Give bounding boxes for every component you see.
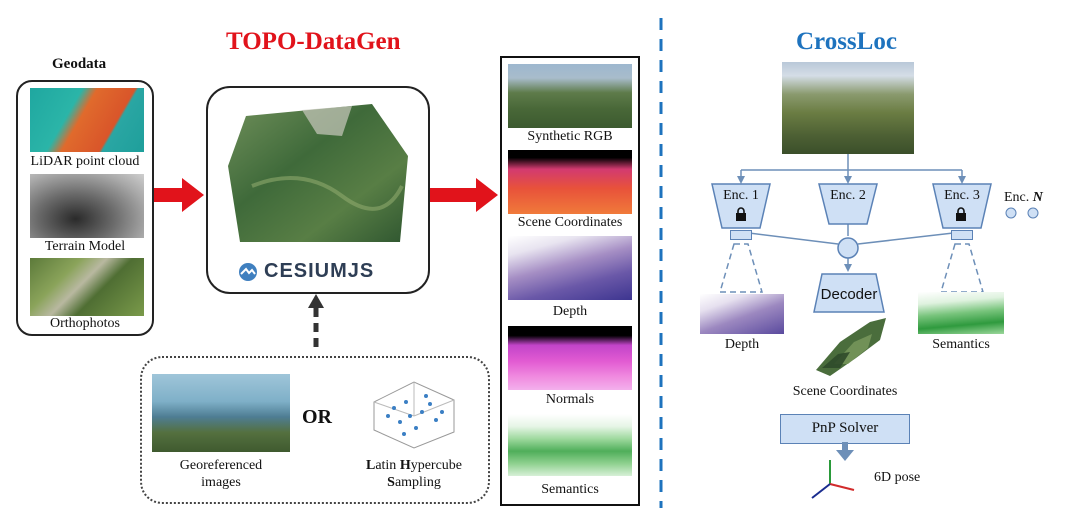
depth-prediction-image [700, 294, 784, 334]
terrain-model-image [30, 174, 144, 238]
section-divider [659, 18, 663, 508]
georeferenced-image [152, 374, 290, 452]
crossloc-title: CrossLoc [796, 28, 897, 55]
encoder-3-label: Enc. 3 [944, 188, 980, 203]
terrain-3d-image [228, 104, 408, 242]
topo-datagen-title: TOPO-DataGen [226, 28, 401, 55]
terrain-label: Terrain Model [44, 239, 126, 254]
pnp-solver-label: PnP Solver [811, 420, 879, 436]
scene-coordinates-label: Scene Coordinates [792, 384, 898, 399]
orthophotos-image [30, 258, 144, 316]
geodata-heading: Geodata [52, 56, 107, 72]
orthophotos-label: Orthophotos [50, 316, 120, 331]
arrow-right-icon [154, 178, 204, 212]
lock-icon [736, 207, 746, 221]
lock-icon [956, 207, 966, 221]
encoder-n-label: Enc. N [1004, 190, 1043, 205]
pose-label: 6D pose [874, 470, 921, 485]
feature-aggregation-node [837, 237, 859, 259]
semantics-prediction-image [918, 292, 1004, 334]
latin-hypercube-plot-image [373, 381, 455, 449]
cesium-logo: CESIUMJS [238, 260, 374, 283]
output-label-depth: Depth [552, 304, 588, 319]
output-label-semantics: Semantics [541, 482, 599, 497]
query-image [782, 62, 914, 154]
lhs-label-line2: Sampling [387, 475, 441, 490]
pnp-solver-block: PnP Solver [780, 414, 910, 444]
output-label-normals: Normals [545, 392, 595, 407]
scene-coordinates-image [508, 150, 632, 214]
encoder-1-head [730, 230, 752, 240]
lidar-point-cloud-image [30, 88, 144, 152]
viewpoint-source-panel: Georeferenced images OR Latin Hypercube … [140, 356, 490, 504]
cesium-logo-icon [239, 262, 257, 281]
encoder-1 [711, 183, 771, 229]
semantics-image [508, 414, 632, 476]
normals-image [508, 326, 632, 390]
georeferenced-label-line2: images [201, 475, 241, 490]
dashed-arrow-up-icon [308, 294, 324, 352]
encoder-3-head [951, 230, 973, 240]
or-label: OR [302, 406, 332, 428]
arrow-down-icon [836, 442, 854, 461]
arrow-right-icon [430, 178, 498, 212]
lidar-label: LiDAR point cloud [30, 154, 140, 169]
encoder-2 [818, 183, 878, 225]
depth-prediction-label: Depth [724, 337, 760, 352]
cesium-logo-text: CESIUMJS [264, 260, 375, 282]
decoder-label: Decoder [820, 286, 878, 303]
outputs-panel: Synthetic RGB Scene Coordinates Depth No… [500, 56, 640, 506]
encoder-3 [932, 183, 992, 229]
decoder-block [813, 273, 885, 313]
depth-image [508, 236, 632, 300]
georeferenced-label-line1: Georeferenced [179, 458, 263, 473]
encoder-2-label: Enc. 2 [830, 188, 866, 203]
encoder-1-label: Enc. 1 [723, 188, 759, 203]
synthetic-rgb-image [508, 64, 632, 128]
lhs-label-line1: Latin Hypercube [365, 458, 463, 473]
pose-axes-icon [811, 460, 855, 499]
scene-coordinates-pointcloud-image [816, 318, 886, 376]
ellipsis-dots [1005, 207, 1039, 219]
semantics-prediction-label: Semantics [932, 337, 990, 352]
geodata-panel: LiDAR point cloud Terrain Model Orthopho… [16, 80, 154, 336]
cesium-render-panel: CESIUMJS [206, 86, 430, 294]
output-label-synthetic-rgb: Synthetic RGB [527, 129, 613, 144]
output-label-scene-coordinates: Scene Coordinates [517, 215, 623, 230]
